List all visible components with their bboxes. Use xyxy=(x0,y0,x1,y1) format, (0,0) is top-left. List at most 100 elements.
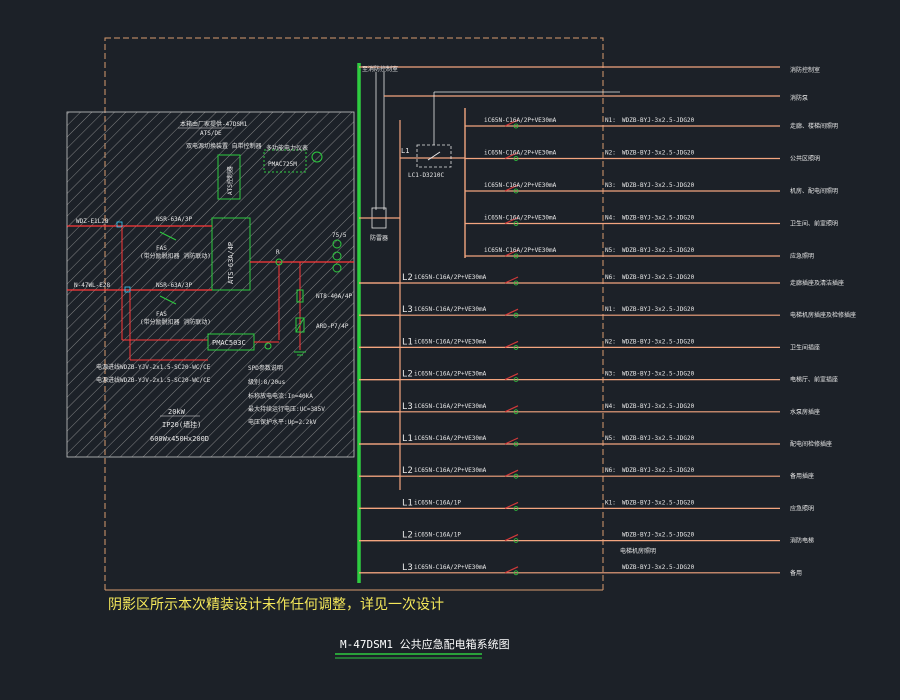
load-label: 机房、配电间照明 xyxy=(790,187,838,195)
breaker-2-label: NSR-63A/3P xyxy=(156,282,193,289)
circuit-label: K1: xyxy=(605,499,616,506)
breaker-label: iC65N-C16A/2P+VE30mA xyxy=(414,564,487,571)
cable-label: WDZB-BYJ-3x2.5-JDG20 xyxy=(622,247,695,254)
circuit-label: N6: xyxy=(605,467,616,474)
spd-line1: 标称放电电流:In=40kA xyxy=(248,392,313,400)
drawing-title: M-47DSM1 公共应急配电箱系统图 xyxy=(340,637,510,651)
circuit-label: N1: xyxy=(605,306,616,313)
breaker-symbol xyxy=(504,184,519,192)
cable-label: WDZB-BYJ-3x2.5-JDG20 xyxy=(622,338,695,345)
load-label: 走廊插座及清洁插座 xyxy=(790,279,844,287)
breaker-symbol xyxy=(504,308,519,316)
load-label: 应急照明 xyxy=(790,252,814,260)
contactor-group: L1 LC1-D3210C xyxy=(359,91,620,490)
breaker-label: iC65N-C16A/2P+VE30mA xyxy=(414,435,487,442)
top-feed-target: 消防控制室 xyxy=(790,66,820,74)
breaker-contact xyxy=(513,538,519,543)
cable-label: WDZB-BYJ-3x2.5-JDG20 xyxy=(622,564,695,571)
breaker-contact xyxy=(513,344,519,350)
group-circuit-rows: iC65N-C16A/2P+VE30mA N1: WDZB-BYJ-3x2.5-JD… xyxy=(465,117,838,260)
phase-label: L1 xyxy=(402,434,413,444)
breaker-1-label: NSR-63A/3P xyxy=(156,216,193,223)
breaker-contact xyxy=(513,280,519,286)
cable-marker-1 xyxy=(116,221,123,228)
breaker-contact xyxy=(513,505,519,511)
breaker-contact xyxy=(513,441,519,447)
load-label: 水泵房插座 xyxy=(790,408,820,416)
breaker-label: iC65N-C16A/2P+VE30mA xyxy=(484,247,557,254)
ct-label: 75/5 xyxy=(332,232,347,239)
breaker-symbol xyxy=(504,276,519,284)
incoming-1-label: WDZ-E1L28 xyxy=(76,218,109,225)
second-feed-target: 消防泵 xyxy=(790,94,808,102)
box-power: 20kW xyxy=(168,408,186,416)
spd-line2: 最大持续运行电压:UC=385V xyxy=(248,405,325,413)
circuit-label: N5: xyxy=(605,247,616,254)
box-header2: ATS/DE xyxy=(200,130,222,137)
fas-2-note: (带分励脱扣器 消防联动) xyxy=(140,318,211,326)
circuit-label: N2: xyxy=(605,338,616,345)
cable-label: WDZB-BYJ-3x2.5-JDG20 xyxy=(622,499,695,506)
load-label: 电梯机房插座及检修插座 xyxy=(790,311,856,319)
breaker-label: iC65N-C16A/2P+VE30mA xyxy=(414,306,487,313)
phase-label: L2 xyxy=(402,370,413,380)
box-header: 本箱由厂家提供-47DSM1 xyxy=(180,120,248,128)
breaker-contact xyxy=(513,312,519,318)
pmac-top-label: PMAC725M xyxy=(268,161,297,168)
load-label: 走廊、楼梯间照明 xyxy=(790,122,838,130)
spd-title: SPD参数说明 xyxy=(248,364,283,372)
cable-label: WDZB-BYJ-3x2.5-JDG20 xyxy=(622,532,695,539)
breaker-label: iC65N-C16A/2P+VE30mA xyxy=(484,117,557,124)
breaker-symbol xyxy=(504,534,519,542)
breaker-symbol xyxy=(504,119,519,127)
breaker-label: iC65N-C16A/2P+VE30mA xyxy=(414,274,487,281)
breaker-contact xyxy=(513,253,519,259)
breaker-label: iC65N-C16A/2P+VE30mA xyxy=(414,338,487,345)
cable-label: WDZB-BYJ-3x2.5-JDG20 xyxy=(622,150,695,157)
breaker-label: iC65N-C16A/2P+VE30mA xyxy=(484,150,557,157)
fas-1-note: (带分励脱扣器 消防联动) xyxy=(140,252,211,260)
load-label: 卫生间、前室照明 xyxy=(790,220,838,228)
circuit-label: N1: xyxy=(605,117,616,124)
ats-controller-label: ATS控制器 xyxy=(226,166,234,195)
ats-controller-box xyxy=(217,154,241,200)
spd-class: 级别:8/20us xyxy=(248,378,286,386)
cable-label: WDZB-BYJ-3x2.5-JDG20 xyxy=(622,403,695,410)
breaker-label: iC65N-C16A/1P xyxy=(414,499,461,506)
breaker-symbol xyxy=(504,405,519,413)
ats-device-box xyxy=(211,217,251,291)
top-feeds: 至消防控制室 消防控制室 防雷器 消防泵 xyxy=(359,65,820,242)
phase-label: L3 xyxy=(402,305,413,315)
breaker-symbol xyxy=(504,373,519,381)
r-label: R xyxy=(276,249,280,256)
breaker-label: iC65N-C16A/2P+VE30mA xyxy=(414,467,487,474)
breaker-symbol xyxy=(504,566,519,574)
phase-label: L2 xyxy=(402,466,413,476)
breaker-symbol xyxy=(504,501,519,509)
breaker-label: iC65N-C16A/2P+VE30mA xyxy=(414,403,487,410)
design-note: 阴影区所示本次精装设计未作任何调整，详见一次设计 xyxy=(108,597,444,613)
circuit-label: N4: xyxy=(605,403,616,410)
contactor-phase: L1 xyxy=(401,147,409,155)
load-label: 备用 xyxy=(790,569,802,577)
circuit-label: N6: xyxy=(605,274,616,281)
fas-1-label: FAS xyxy=(156,245,167,252)
fas-2-label: FAS xyxy=(156,311,167,318)
phase-label: L1 xyxy=(402,337,413,347)
phase-label: L2 xyxy=(402,531,413,541)
load-label: 配电间检修插座 xyxy=(790,440,832,448)
cable-1-label: 电源进线WDZB-YJV-2x1.5-SC20-WC/CE xyxy=(96,363,211,371)
ats-device-label: ATS-63A/4P xyxy=(227,242,235,284)
cable-label: WDZB-BYJ-3x2.5-JDG20 xyxy=(622,467,695,474)
